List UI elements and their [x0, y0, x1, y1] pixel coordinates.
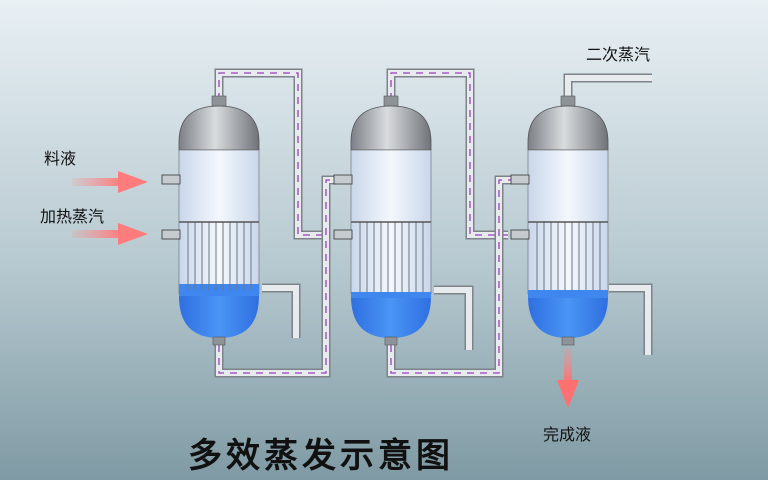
liquid	[528, 294, 608, 338]
pipe-condensate-3	[609, 283, 653, 355]
product-label: 完成液	[543, 425, 592, 444]
liquid-level	[528, 290, 608, 298]
diagram-title: 多效蒸发示意图	[188, 436, 454, 476]
top-nozzle	[560, 95, 576, 107]
bottom-nozzle	[212, 336, 226, 346]
pipe-vapor-2-to-3	[386, 68, 508, 240]
side-nozzle-feed	[333, 174, 353, 185]
pipe-liquid-1-to-2	[214, 175, 336, 378]
heating-tubes	[536, 222, 601, 290]
liquid-level	[179, 284, 259, 296]
bottom-nozzle	[561, 336, 575, 346]
side-nozzle-steam	[510, 229, 530, 240]
liquid-level	[351, 292, 431, 298]
top-nozzle	[211, 95, 227, 107]
top-nozzle	[383, 95, 399, 107]
pipe-condensate-2	[434, 285, 474, 350]
evaporator-1	[161, 95, 260, 346]
product-arrow	[557, 348, 579, 408]
secondary-steam-label: 二次蒸汽	[586, 45, 651, 64]
side-nozzle-steam	[161, 229, 181, 240]
evaporator-3	[510, 95, 609, 346]
dome	[350, 105, 432, 151]
dome	[178, 105, 260, 151]
feed-arrow	[72, 171, 148, 193]
bottom-nozzle	[384, 336, 398, 346]
pipe-liquid-2-to-3	[386, 175, 512, 378]
pipe-condensate-1	[262, 283, 301, 338]
evaporator-2	[333, 95, 432, 346]
feed-label: 料液	[44, 149, 77, 168]
pipe-vapor-1-to-2	[214, 68, 330, 240]
dome	[527, 105, 609, 151]
heating-tubes	[359, 222, 424, 292]
pipe-network	[214, 68, 653, 378]
side-nozzle-steam	[333, 229, 353, 240]
pipe-secondary-steam-out	[563, 73, 652, 100]
heating-steam-label: 加热蒸汽	[40, 207, 105, 226]
liquid	[179, 294, 259, 338]
liquid	[351, 294, 431, 338]
side-nozzle-feed	[161, 174, 181, 185]
heating-steam-arrow	[72, 223, 148, 245]
side-nozzle-feed	[510, 174, 530, 185]
heating-tubes	[187, 222, 252, 290]
